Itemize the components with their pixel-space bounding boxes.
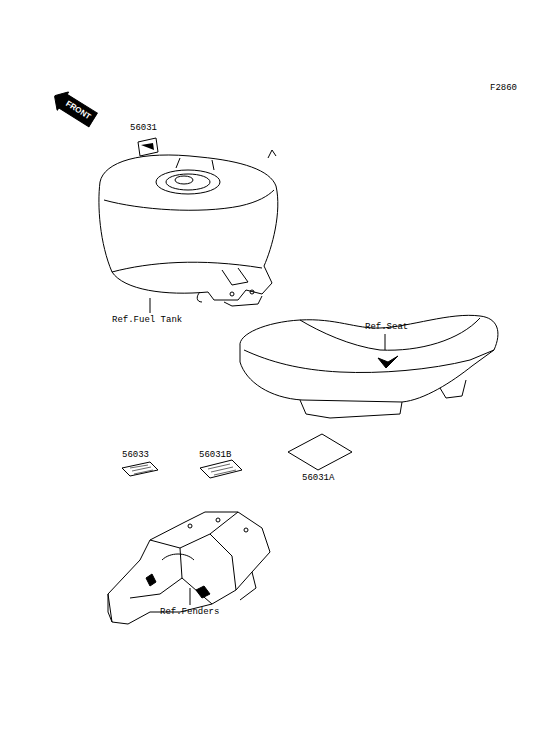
reference-label: Ref.Fenders (160, 607, 219, 618)
rear-fender (108, 512, 270, 624)
leader-line (150, 298, 151, 313)
reference-label: Ref.Seat (365, 322, 408, 333)
arrow-shape (49, 86, 100, 129)
callout-number: 56033 (122, 450, 149, 461)
callout-number: 56031A (302, 473, 334, 484)
leader-line (385, 334, 386, 350)
fuel-tank (99, 150, 278, 306)
figure-number: F2860 (490, 83, 517, 94)
leader-line (190, 588, 191, 605)
callout-number: 56031B (199, 450, 231, 461)
decal-56031 (138, 138, 158, 156)
reference-label: Ref.Fuel Tank (112, 315, 182, 326)
decal-56031a (288, 434, 352, 470)
callout-number: 56031 (130, 123, 157, 134)
decal-56031b (200, 460, 242, 478)
seat (240, 315, 498, 418)
decal-56033 (122, 462, 158, 476)
front-arrow: FRONT (49, 86, 100, 129)
